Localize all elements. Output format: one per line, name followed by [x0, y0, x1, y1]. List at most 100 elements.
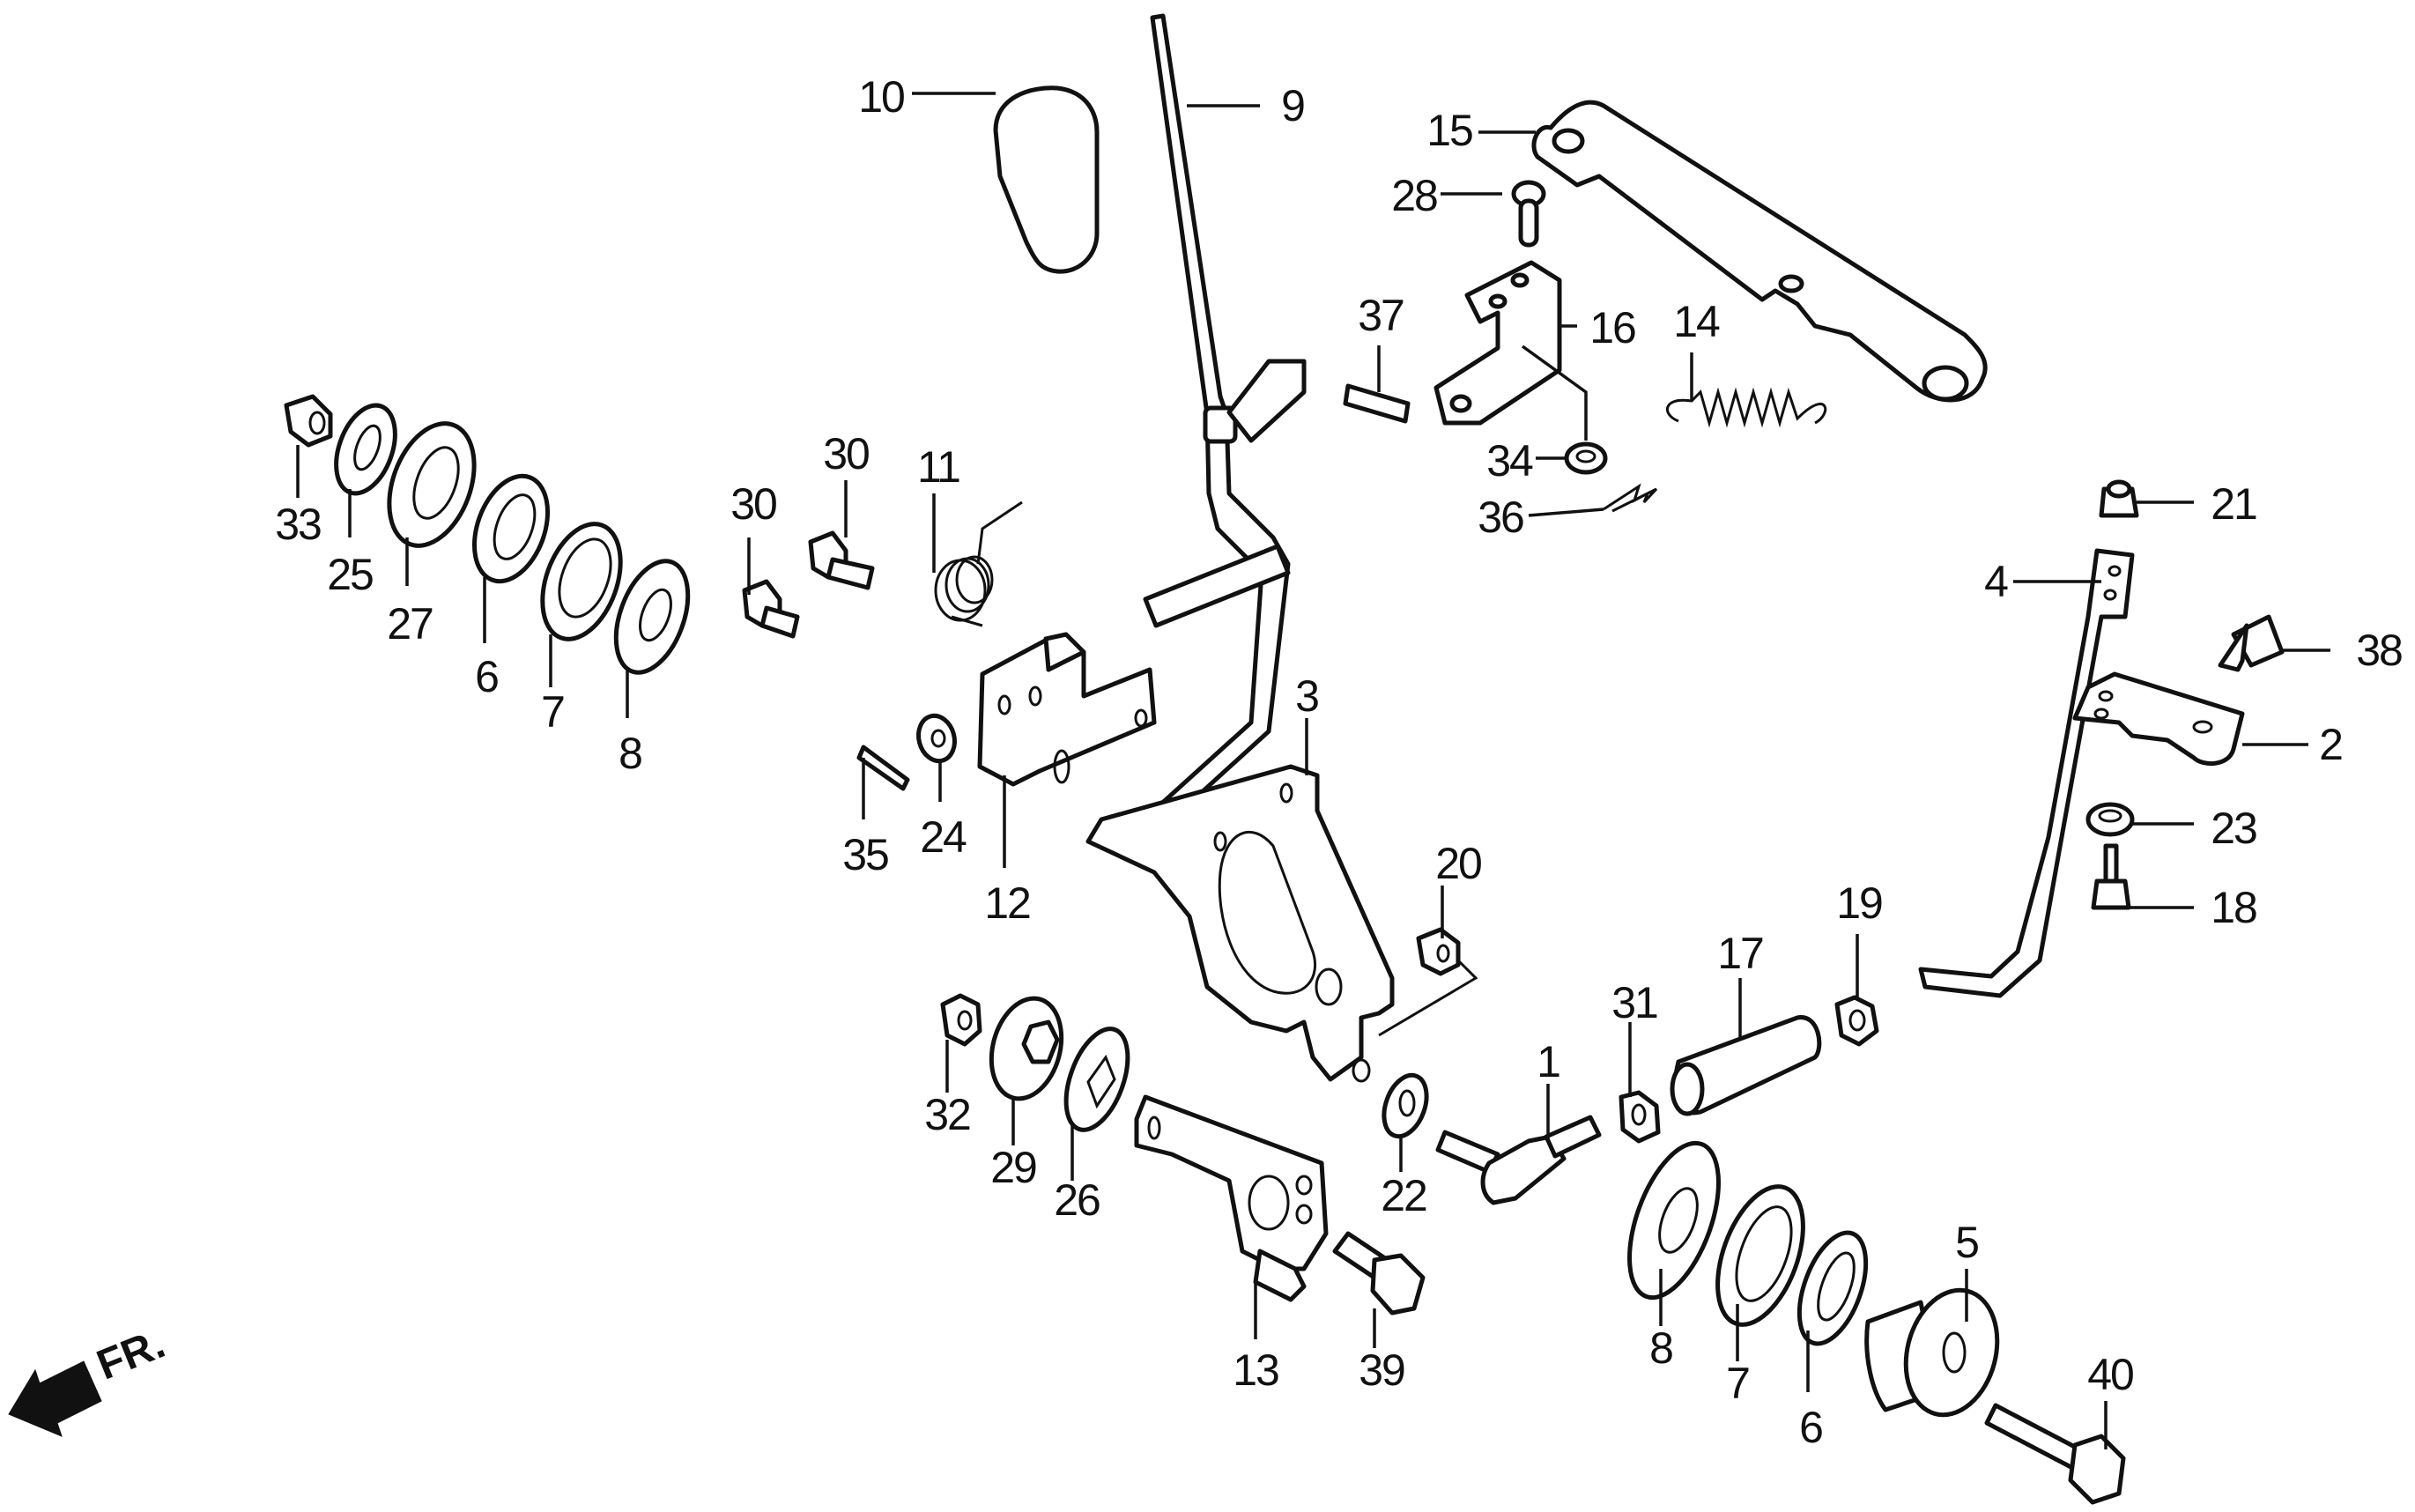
cotter-pin-part-35: [856, 745, 910, 791]
arm-pin: [1253, 1249, 1307, 1302]
callout-21: 21: [2211, 479, 2258, 529]
washer-part-6-lower: [1796, 1230, 1869, 1346]
arm-hole: [1147, 1115, 1161, 1140]
washer-part-23: [2085, 802, 2135, 837]
washer-part-27: [387, 421, 477, 548]
callout-15: 15: [1426, 106, 1474, 155]
callout-16: 16: [1589, 303, 1637, 352]
callout-7-lower: 7: [1726, 1359, 1751, 1408]
callout-12: 12: [984, 878, 1032, 928]
callout-2: 2: [2319, 720, 2344, 769]
washer-part-24: [916, 713, 957, 764]
clip-part-36: [1603, 483, 1658, 513]
torsion-spring-coil: [945, 557, 990, 613]
callout-10: 10: [858, 72, 906, 122]
washer-part-8-lower: [1627, 1140, 1721, 1301]
roll-pin-part-37: [1343, 383, 1411, 424]
nut-part-19: [1834, 995, 1879, 1047]
bracket-flange: [1043, 632, 1086, 672]
bolt-shank: [2103, 843, 2119, 884]
callout-40: 40: [2087, 1350, 2135, 1399]
lever-collar: [1203, 405, 1238, 444]
plate-part-3: [1085, 764, 1395, 1082]
callout-8-upper: 8: [619, 729, 643, 778]
washer-hole: [353, 424, 382, 471]
callout-37: 37: [1358, 291, 1405, 340]
plate-hole: [1315, 967, 1343, 1006]
callout-18: 18: [2211, 883, 2258, 932]
bracket-hole: [1449, 394, 1472, 413]
callout-17: 17: [1717, 929, 1765, 978]
callout-20: 20: [1435, 839, 1483, 888]
callout-35: 35: [842, 830, 890, 879]
plate-part-2: [2072, 671, 2245, 767]
callout-39: 39: [1359, 1345, 1406, 1395]
callout-14: 14: [1673, 297, 1721, 346]
callout-36: 36: [1478, 493, 1525, 542]
arm-hole: [1248, 1175, 1290, 1231]
washer-hole: [493, 493, 537, 560]
bracket-hole: [1028, 686, 1042, 707]
lever-tab: [1226, 359, 1307, 443]
washer-hole: [1575, 449, 1596, 463]
callout-19: 19: [1836, 878, 1884, 928]
knob-hole: [1942, 1331, 1967, 1374]
torsion-spring-coil: [955, 555, 994, 604]
plate-hole: [2098, 690, 2114, 702]
washer-hole: [930, 729, 946, 748]
callout-30-a: 30: [730, 479, 778, 529]
nut-hole: [1631, 1103, 1647, 1126]
nut-hole: [1848, 1009, 1866, 1032]
link-plate-hole: [1778, 274, 1804, 293]
callout-22: 22: [1381, 1171, 1428, 1220]
callout-5: 5: [1955, 1218, 1980, 1267]
washer-hole: [2098, 809, 2122, 823]
callout-7-upper: 7: [541, 687, 566, 737]
collar-hex: [1021, 1019, 1060, 1064]
washer-hole: [1817, 1251, 1856, 1322]
nut-top: [2106, 479, 2132, 499]
bracket-hole: [1488, 293, 1508, 309]
leader-lines: [296, 92, 2330, 1449]
arm-hole: [1295, 1204, 1313, 1225]
washer-part-26: [1063, 1027, 1130, 1132]
plate-hole: [1213, 831, 1227, 852]
nut-part-31: [1619, 1090, 1661, 1144]
pin-shank: [1518, 198, 1539, 248]
arm-hole: [1295, 1175, 1313, 1196]
spring-washer-inner: [558, 537, 612, 619]
spring-washer-inner: [1735, 1205, 1793, 1302]
bracket-part-16: [1433, 260, 1562, 426]
nut-hole: [1436, 944, 1450, 963]
washer-part-22: [1382, 1072, 1429, 1139]
bracket-hole: [997, 694, 1011, 715]
bolt-shank: [2218, 623, 2249, 672]
washer-part-6: [471, 473, 551, 584]
bolt-head: [2068, 1434, 2126, 1505]
bolt-shank: [826, 557, 875, 590]
washer-hole: [1398, 1089, 1416, 1117]
callout-32: 32: [924, 1090, 972, 1139]
callout-27: 27: [387, 599, 434, 649]
washer-hole: [412, 446, 460, 520]
knob-part-10: [993, 85, 1100, 274]
plate-hole: [2093, 708, 2109, 720]
callout-26: 26: [1054, 1175, 1101, 1225]
callout-24: 24: [920, 812, 967, 862]
nut-hole: [308, 411, 326, 435]
nut-leader: [1378, 959, 1478, 1037]
plate-hole: [2192, 720, 2213, 734]
washer-hole: [639, 588, 672, 642]
callout-13: 13: [1233, 1345, 1280, 1395]
callout-29: 29: [990, 1143, 1038, 1192]
rod-part-4: [1918, 548, 2135, 998]
callout-8-lower: 8: [1649, 1323, 1674, 1373]
bracket-hole: [1134, 708, 1148, 728]
washer-part-8: [613, 559, 691, 675]
callout-25: 25: [327, 550, 374, 599]
plate-hole: [1352, 1058, 1371, 1083]
spring-part-14: [1665, 387, 1827, 428]
washer-square-hole: [1086, 1054, 1116, 1109]
